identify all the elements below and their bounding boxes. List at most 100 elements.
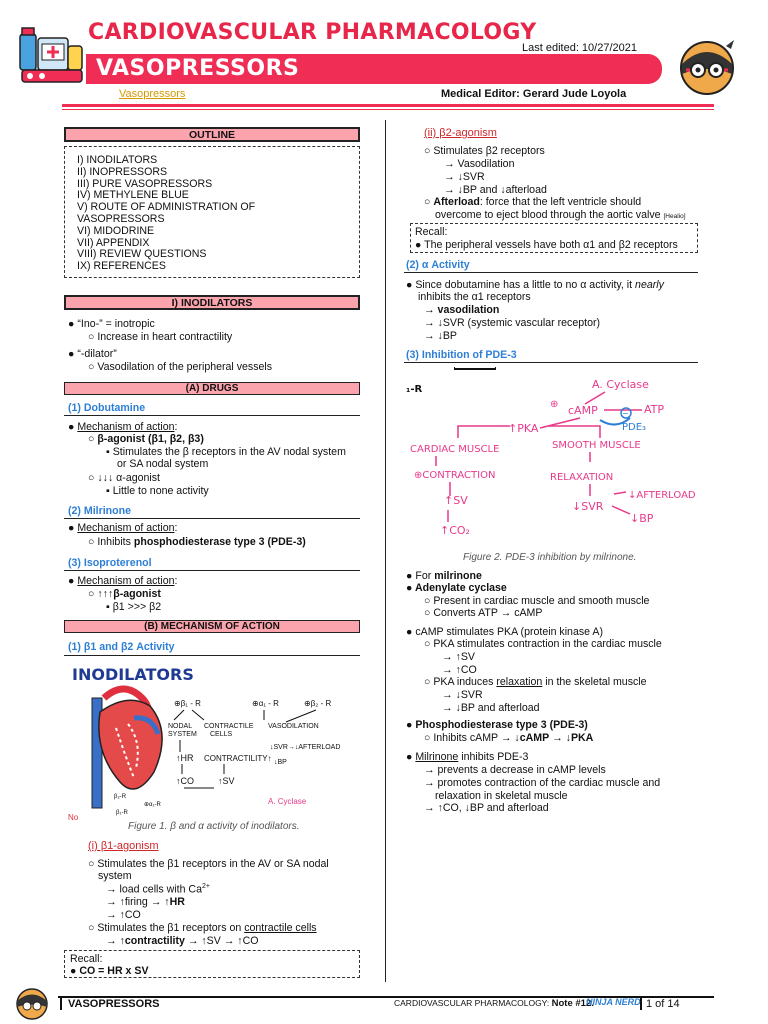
footer-rule bbox=[58, 996, 714, 998]
bullet-text-bold: ↓PKA bbox=[565, 732, 594, 744]
bullet-text: Mechanism of action bbox=[77, 522, 175, 534]
footer-note-number: Note #12. bbox=[551, 998, 594, 1009]
fig1-b1-small: β₁-R bbox=[116, 810, 128, 816]
sub-bullet: ○ Present in cardiac muscle and smooth m… bbox=[424, 595, 650, 607]
outline-item[interactable]: VASOPRESSORS bbox=[77, 212, 165, 225]
bullet-text-italic: nearly bbox=[635, 279, 664, 291]
bullet-text: cAMP stimulates PKA (protein kinase A) bbox=[415, 626, 603, 638]
sub-bullet: ○ β-agonist (β1, β2, β3) bbox=[88, 433, 204, 445]
title-banner bbox=[86, 54, 662, 84]
outline-item[interactable]: IV) METHYLENE BLUE bbox=[77, 189, 189, 202]
outline-heading: OUTLINE bbox=[64, 127, 360, 142]
bullet-text: Increase in heart contractility bbox=[97, 331, 233, 343]
sub-bullet: ○ PKA stimulates contraction in the card… bbox=[424, 638, 662, 650]
page-footer bbox=[0, 988, 768, 1024]
arrow-line: → ↓BP and afterload bbox=[442, 702, 540, 714]
bullet-text-underline: Milrinone bbox=[415, 751, 459, 763]
bullet-text: Stimulates the β receptors in the AV nod… bbox=[112, 446, 346, 458]
arrow-text: → load cells with Ca bbox=[106, 883, 202, 896]
recall-label: Recall: bbox=[415, 226, 448, 238]
outline-item[interactable]: VI) MIDODRINE bbox=[77, 224, 155, 237]
drug-isoproterenol: (3) Isoproterenol bbox=[68, 557, 152, 569]
outline-item[interactable]: I) INODILATORS bbox=[77, 154, 158, 166]
bullet-continuation: system bbox=[98, 870, 132, 882]
breadcrumb-link[interactable]: Vasopressors bbox=[119, 88, 186, 100]
outline-item[interactable]: V) ROUTE OF ADMINISTRATION OF bbox=[77, 201, 256, 214]
sub-sub-bullet: ▪ Little to none activity bbox=[106, 485, 209, 497]
bullet-text: Little to none activity bbox=[112, 485, 209, 497]
fig2-minus-icon: − bbox=[622, 409, 629, 418]
outline-item[interactable]: VII) APPENDIX bbox=[77, 236, 150, 249]
figure-caption: Figure 2. PDE-3 inhibition by milrinone. bbox=[463, 552, 637, 563]
fig1-contractility: CONTRACTILITY↑ bbox=[204, 754, 272, 763]
bullet-text: Vasodilation of the peripheral vessels bbox=[97, 361, 273, 373]
bullet-text: For bbox=[415, 570, 432, 582]
sub-bullet: ○ Converts ATP → cAMP bbox=[424, 607, 543, 619]
fig2-contraction: ⊕CONTRACTION bbox=[414, 470, 495, 481]
arrow-text: → bbox=[106, 935, 117, 947]
bullet-continuation: inhibits the α1 receptors bbox=[418, 291, 531, 303]
bullet-text: PKA stimulates contraction in the cardia… bbox=[433, 638, 662, 650]
outline-item[interactable]: II) INOPRESSORS bbox=[77, 165, 168, 178]
page-header: CARDIOVASCULAR PHARMACOLOGY VASOPRESSORS… bbox=[0, 0, 768, 120]
bullet-text: Stimulates the β1 receptors on bbox=[97, 922, 242, 934]
fig1-system: SYSTEM bbox=[168, 731, 197, 738]
arrow-text: → ↑firing → bbox=[106, 896, 162, 908]
bullet-text: Stimulates the β1 receptors in the AV or… bbox=[97, 858, 329, 870]
subsection-drugs: (A) DRUGS bbox=[64, 382, 360, 395]
fig2-smooth: SMOOTH MUSCLE bbox=[552, 440, 641, 451]
arrow-line: → load cells with Ca2+ bbox=[106, 883, 210, 896]
fig1-b1r: ⊕β₁ - R bbox=[174, 699, 201, 708]
recall-text: CO = HR x SV bbox=[79, 965, 149, 977]
arrow-line: → ↓SVR (systemic vascular receptor) bbox=[424, 317, 601, 329]
ninja-mascot-icon bbox=[16, 988, 48, 1020]
fig2-plus-icon: ⊕ bbox=[550, 399, 558, 410]
bullet-text-underline: relaxation bbox=[496, 676, 543, 688]
bullet-continuation: relaxation in skeletal muscle bbox=[435, 790, 568, 802]
arrow-line: → ↑CO bbox=[442, 664, 477, 676]
outline-item[interactable]: IX) REFERENCES bbox=[77, 260, 166, 273]
fig1-contractile: CONTRACTILE bbox=[204, 723, 254, 730]
fig2-relaxation: RELAXATION bbox=[550, 472, 613, 483]
sub-bullet: ○ Stimulates the β1 receptors in the AV … bbox=[88, 858, 329, 870]
bullet-text-bold: Afterload bbox=[433, 196, 480, 208]
pharmacy-logo-icon bbox=[19, 27, 83, 83]
bullet-text: Since dobutamine has a little to no α ac… bbox=[415, 279, 633, 291]
fig2-camp: cAMP bbox=[568, 404, 598, 417]
bullet-text: ↓↓↓ α-agonist bbox=[97, 472, 160, 484]
arrow-line: → ↑contractility → ↑SV → ↑CO bbox=[106, 935, 258, 947]
fig2-cardiac: CARDIAC MUSCLE bbox=[410, 444, 499, 455]
bullet: ● Milrinone inhibits PDE-3 bbox=[406, 751, 529, 763]
fig1-bp: ↓BP bbox=[274, 759, 287, 766]
page-title: CARDIOVASCULAR PHARMACOLOGY bbox=[88, 20, 537, 45]
superscript: 2+ bbox=[201, 883, 210, 890]
bullet-moa: ● Mechanism of action: bbox=[68, 421, 178, 433]
arrow-line: → ↓BP bbox=[424, 330, 457, 342]
outline-item[interactable]: VIII) REVIEW QUESTIONS bbox=[77, 248, 207, 261]
fig1-cells: CELLS bbox=[210, 731, 233, 738]
sub-bullet: ○ PKA induces relaxation in the skeletal… bbox=[424, 676, 647, 688]
underline bbox=[64, 570, 360, 571]
subheading-b1-agonism: (i) β1-agonism bbox=[88, 840, 159, 852]
partial-bracket bbox=[454, 367, 496, 370]
bullet-text: → bbox=[552, 732, 563, 744]
fig1-acyclase: A. Cyclase bbox=[268, 797, 307, 806]
reference: [Healio] bbox=[663, 213, 686, 220]
bullet-text: in the skeletal muscle bbox=[545, 676, 647, 688]
drug-dobutamine: (1) Dobutamine bbox=[68, 402, 146, 414]
header-rule-thin bbox=[62, 109, 714, 110]
bullet-continuation: overcome to eject blood through the aort… bbox=[435, 209, 686, 221]
bullet: ● For milrinone bbox=[406, 570, 482, 582]
fig2-partial: ₁-R bbox=[406, 384, 423, 395]
subheading-text: (i) β1-agonism bbox=[88, 840, 159, 852]
sub-bullet: ○ Inhibits cAMP → ↓cAMP → ↓PKA bbox=[424, 732, 594, 744]
outline-list: I) INODILATORS II) INOPRESSORS III) PURE… bbox=[77, 154, 256, 273]
arrow-line: → promotes contraction of the cardiac mu… bbox=[424, 777, 661, 789]
bullet-text-bold: milrinone bbox=[434, 570, 482, 582]
outline-item[interactable]: III) PURE VASOPRESSORS bbox=[77, 177, 213, 190]
sub-sub-bullet: ▪ β1 >>> β2 bbox=[106, 601, 162, 613]
heart-illustration bbox=[91, 685, 163, 809]
recall-item: ● The peripheral vessels have both α1 an… bbox=[415, 239, 678, 251]
arrow-line: → vasodilation bbox=[424, 304, 500, 316]
bullet-continuation: or SA nodal system bbox=[117, 458, 209, 470]
